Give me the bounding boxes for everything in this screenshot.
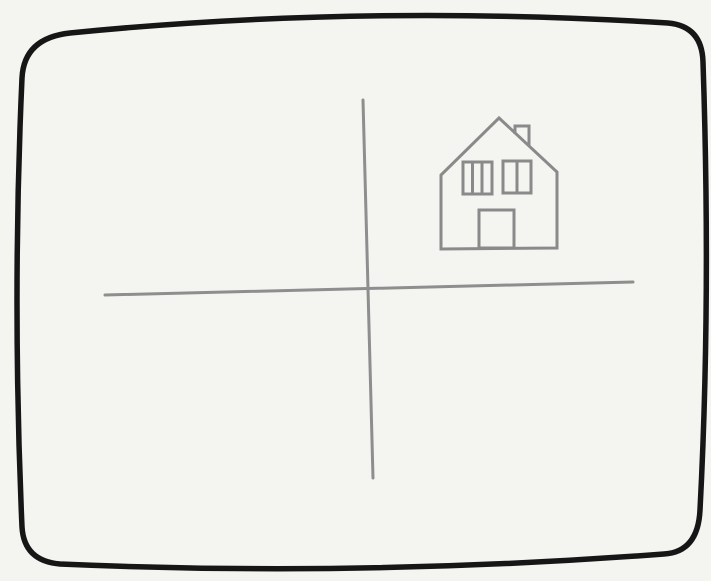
- screen-frame: [17, 15, 706, 568]
- house-icon: [441, 118, 557, 249]
- house-window-left: [463, 162, 492, 194]
- house-door: [479, 210, 514, 248]
- house-outline: [441, 118, 557, 249]
- house-window-right: [503, 161, 531, 193]
- coordinate-axes: [105, 100, 633, 478]
